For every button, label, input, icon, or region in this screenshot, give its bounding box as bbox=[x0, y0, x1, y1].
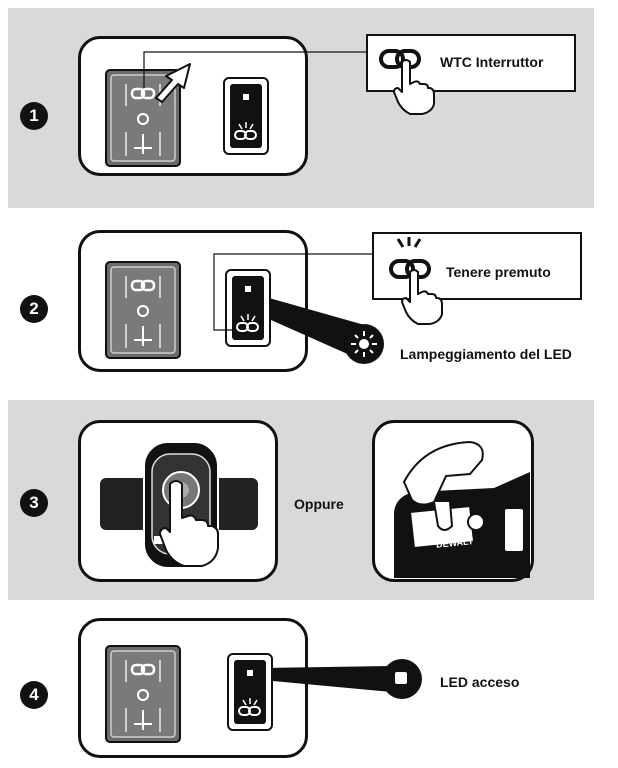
step-1-number: 1 bbox=[20, 102, 48, 130]
step-1-finger-icon bbox=[393, 59, 435, 115]
step-1-arrow-icon bbox=[155, 63, 191, 103]
step-3-finger-icon bbox=[159, 480, 219, 567]
step-4-label: LED acceso bbox=[440, 674, 520, 690]
step-3-label: Oppure bbox=[294, 496, 344, 512]
step-3-number: 3 bbox=[20, 489, 48, 517]
step-4-number: 4 bbox=[20, 681, 48, 709]
step-2-number: 2 bbox=[20, 295, 48, 323]
step-2-led-label: Lampeggiamento del LED bbox=[400, 346, 572, 362]
step-3-tool-illustration bbox=[394, 441, 530, 578]
step-2-callout-box bbox=[372, 232, 582, 300]
step-2-switch-panel bbox=[105, 261, 181, 359]
step-2-finger-icon bbox=[401, 269, 443, 325]
step-2-led-button bbox=[225, 269, 271, 347]
step-2-label: Tenere premuto bbox=[446, 264, 551, 280]
step-2-connector-line bbox=[213, 253, 378, 331]
step-2-flash-icon bbox=[396, 237, 422, 248]
step-2-led-flash-icon bbox=[351, 331, 377, 357]
step-1-connector-line bbox=[143, 51, 378, 88]
step-1-led-button bbox=[223, 77, 269, 155]
step-4-switch-panel bbox=[105, 645, 181, 743]
step-1-label: WTC Interruttor bbox=[440, 54, 544, 70]
step-4-led-button bbox=[227, 653, 273, 731]
